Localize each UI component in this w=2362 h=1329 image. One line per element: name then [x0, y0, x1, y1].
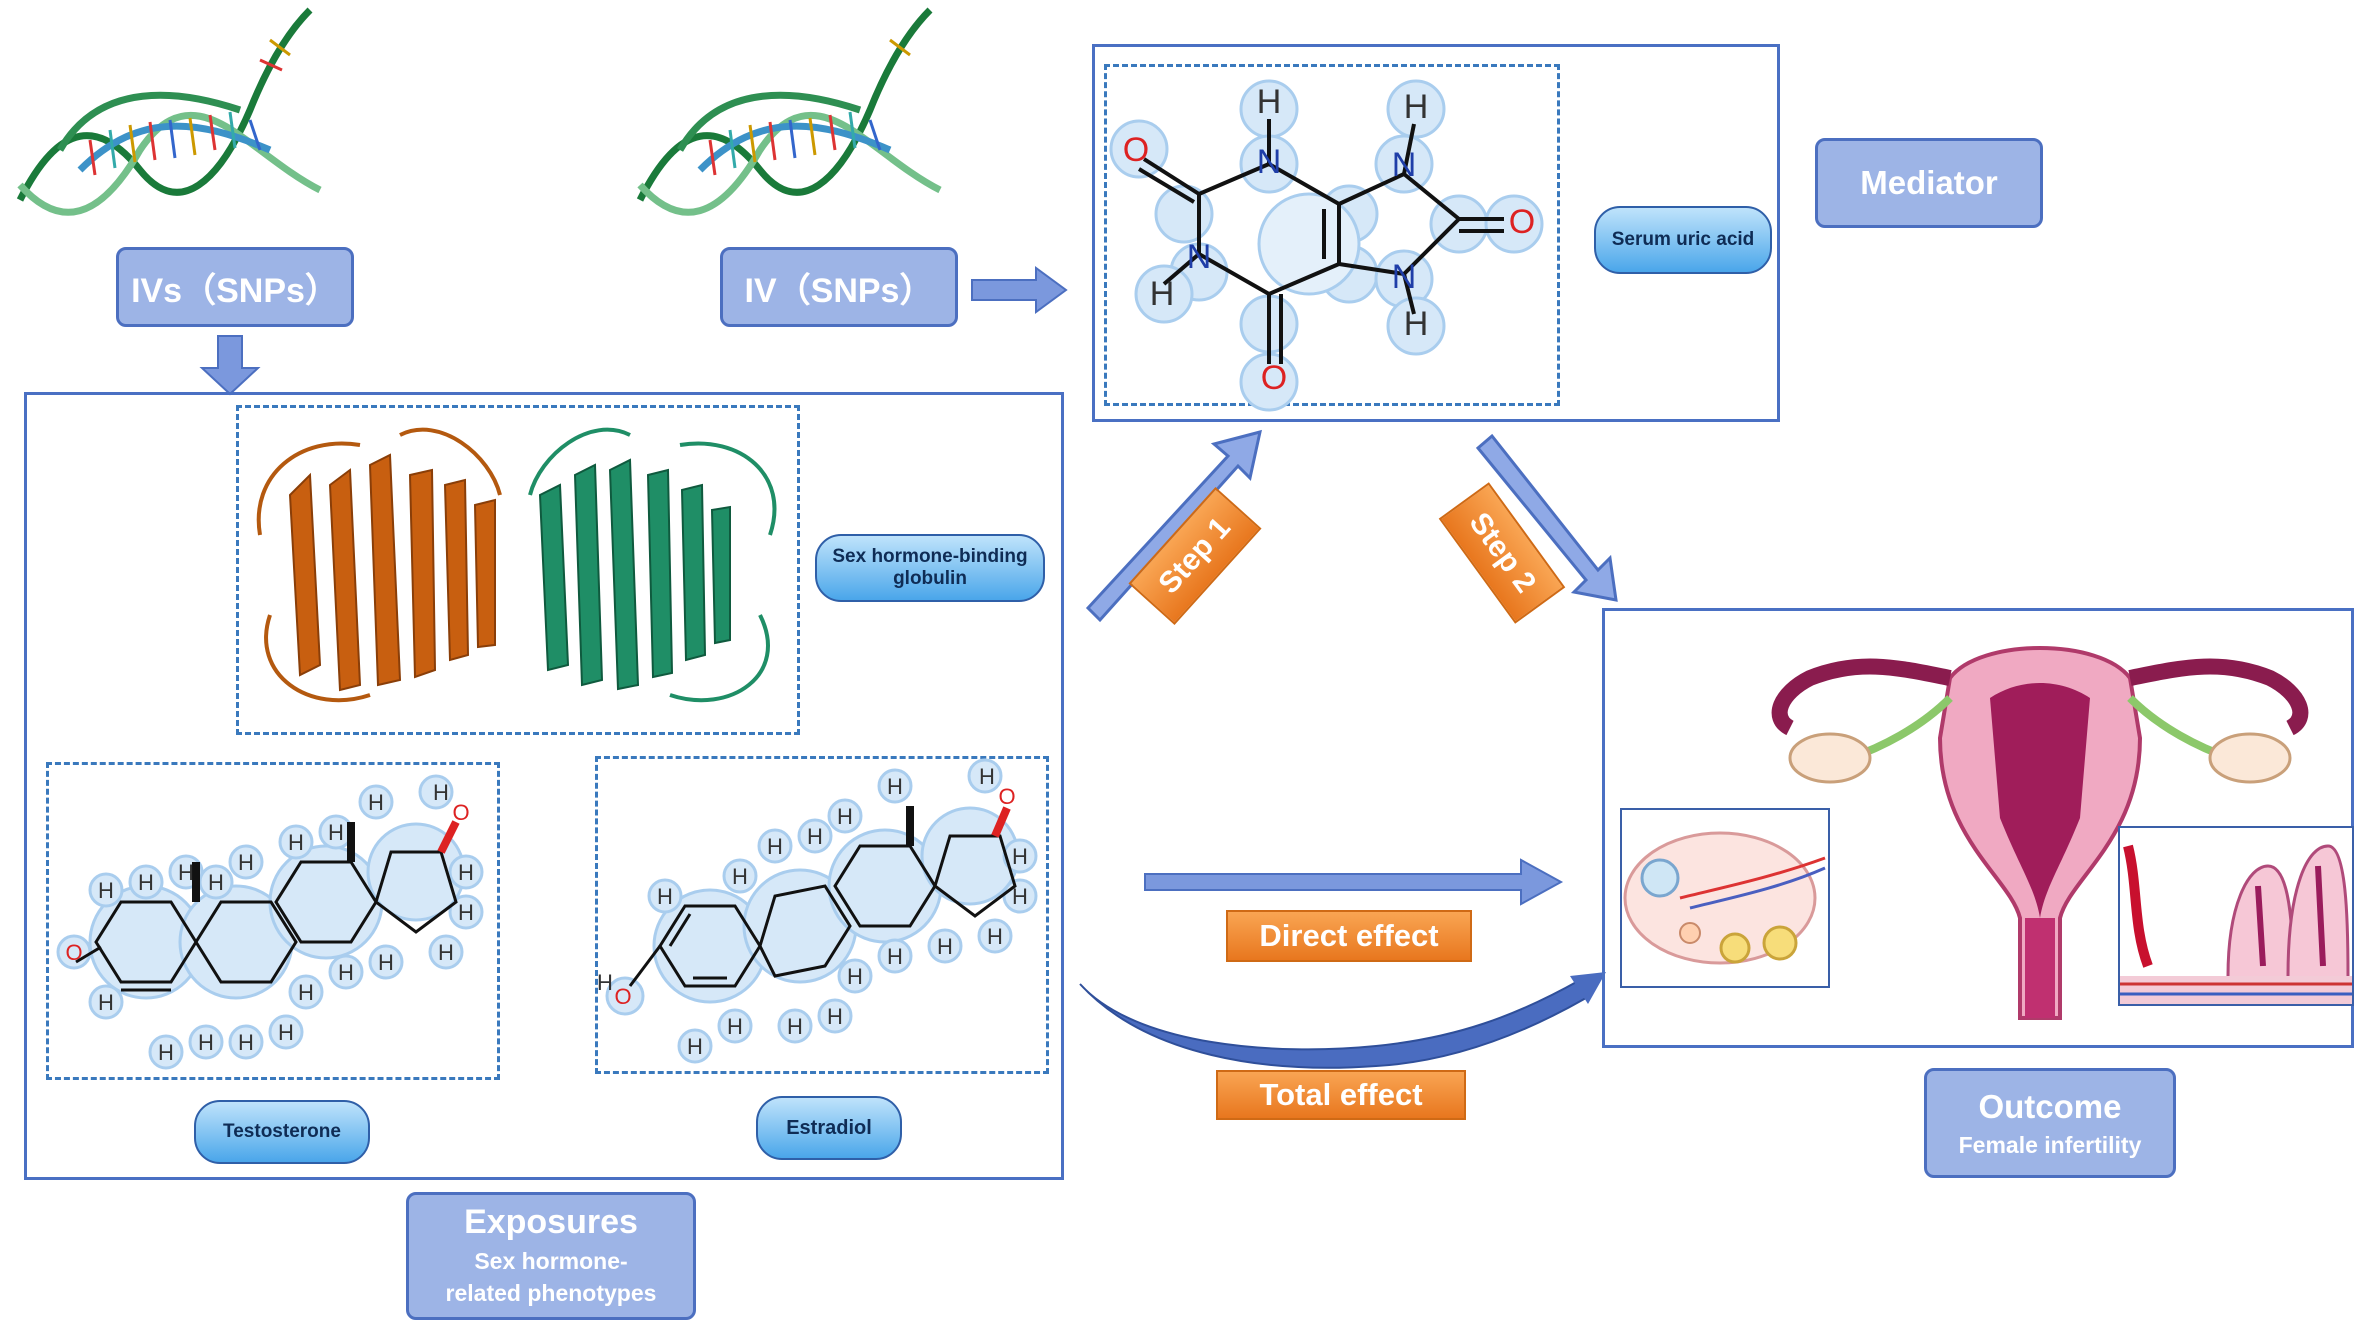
testosterone-pill: Testosterone — [194, 1100, 370, 1164]
serum-uric-acid-pill: Serum uric acid — [1594, 206, 1772, 274]
endometrium-inset — [2118, 826, 2354, 1006]
atom-h: H — [887, 774, 903, 799]
atom-o: O — [452, 800, 469, 825]
direct-effect-text: Direct effect — [1259, 918, 1439, 953]
atom-h: H — [1257, 83, 1282, 121]
mediator-text: Mediator — [1860, 164, 1998, 201]
atom-h: H — [1404, 305, 1429, 343]
total-effect-arrow — [1079, 972, 1606, 1069]
atom-h: H — [433, 780, 449, 805]
testosterone-structure-frame — [46, 762, 500, 1080]
uric-acid-structure: H N O N H O N H O N H — [1109, 79, 1544, 412]
estradiol-pill: Estradiol — [756, 1096, 902, 1160]
atom-h: H — [438, 940, 454, 965]
atom-h: H — [597, 970, 613, 995]
atom-o: O — [1509, 203, 1535, 241]
atom-n: N — [1392, 258, 1417, 296]
atom-h: H — [288, 830, 304, 855]
testosterone-structure: O H H H H H H H H H O H H H H H H H H H … — [56, 774, 484, 1070]
dna-helix-1 — [16, 7, 322, 216]
atom-h: H — [278, 1020, 294, 1045]
outcome-title: Outcome — [1978, 1087, 2122, 1125]
atom-h: H — [787, 1014, 803, 1039]
atom-h: H — [138, 870, 154, 895]
atom-h: H — [178, 860, 194, 885]
total-effect-text: Total effect — [1259, 1077, 1423, 1112]
atom-n: N — [1257, 143, 1282, 181]
total-effect-badge: Total effect — [1216, 1070, 1466, 1120]
atom-h: H — [767, 834, 783, 859]
atom-o: O — [65, 940, 82, 965]
atom-h: H — [238, 850, 254, 875]
atom-h: H — [338, 960, 354, 985]
uric-acid-structure-frame — [1104, 64, 1560, 406]
outcome-subtitle: Female infertility — [1958, 1131, 2142, 1158]
exposures-label: Exposures Sex hormone-related phenotypes — [406, 1192, 696, 1320]
iv-snps-text: IV（SNPs） — [744, 271, 934, 310]
atom-h: H — [1150, 275, 1175, 313]
atom-o: O — [1261, 359, 1287, 397]
shbg-structure-frame — [236, 405, 800, 735]
atom-h: H — [298, 980, 314, 1005]
atom-h: H — [887, 944, 903, 969]
atom-h: H — [378, 950, 394, 975]
mediator-label: Mediator — [1815, 138, 2043, 228]
atom-h: H — [98, 878, 114, 903]
exposures-frame — [24, 392, 1064, 1180]
atom-h: H — [827, 1004, 843, 1029]
atom-h: H — [979, 764, 995, 789]
dna-helix-2 — [636, 7, 942, 216]
atom-h: H — [987, 924, 1003, 949]
atom-h: H — [238, 1030, 254, 1055]
atom-h: H — [1012, 884, 1028, 909]
atom-h: H — [1012, 844, 1028, 869]
estradiol-structure: O H H H H H H H H O H H H H H H H H H H — [597, 758, 1038, 1064]
atom-h: H — [1404, 88, 1429, 126]
ovary-inset — [1620, 808, 1830, 988]
atom-n: N — [1187, 238, 1212, 276]
atom-h: H — [328, 820, 344, 845]
direct-effect-badge: Direct effect — [1226, 910, 1472, 962]
arrow-right-iv — [971, 266, 1068, 314]
atom-o: O — [614, 984, 631, 1009]
ivs-snps-text: IVs（SNPs） — [131, 271, 339, 310]
shbg-text: Sex hormone-binding globulin — [832, 546, 1028, 589]
atom-h: H — [937, 934, 953, 959]
atom-h: H — [727, 1014, 743, 1039]
atom-o: O — [1123, 131, 1149, 169]
exposures-title: Exposures — [464, 1203, 638, 1242]
direct-effect-arrow — [1144, 858, 1564, 906]
atom-h: H — [458, 860, 474, 885]
atom-h: H — [687, 1034, 703, 1059]
atom-h: H — [847, 964, 863, 989]
exposures-subtitle: Sex hormone-related phenotypes — [445, 1248, 657, 1306]
atom-h: H — [368, 790, 384, 815]
shbg-protein-structure — [256, 427, 777, 703]
step1-arrow — [1085, 429, 1262, 623]
estradiol-structure-frame — [595, 756, 1049, 1074]
atom-h: H — [98, 990, 114, 1015]
atom-h: H — [198, 1030, 214, 1055]
step2-arrow — [1475, 433, 1618, 602]
atom-o: O — [998, 784, 1015, 809]
outcome-label: Outcome Female infertility — [1924, 1068, 2176, 1178]
atom-h: H — [732, 864, 748, 889]
uterus-illustration — [1771, 646, 2309, 1020]
atom-h: H — [158, 1040, 174, 1065]
atom-h: H — [458, 900, 474, 925]
iv-snps-label: IV（SNPs） — [720, 247, 958, 327]
mediator-frame — [1092, 44, 1780, 422]
atom-h: H — [807, 824, 823, 849]
atom-n: N — [1392, 146, 1417, 184]
arrow-down-ivs — [199, 335, 261, 396]
atom-h: H — [208, 870, 224, 895]
atom-h: H — [837, 804, 853, 829]
estradiol-text: Estradiol — [786, 1116, 872, 1139]
testosterone-text: Testosterone — [223, 1121, 341, 1143]
ivs-snps-label: IVs（SNPs） — [116, 247, 354, 327]
serum-uric-acid-text: Serum uric acid — [1611, 229, 1755, 251]
atom-h: H — [657, 884, 673, 909]
shbg-pill: Sex hormone-binding globulin — [815, 534, 1045, 602]
